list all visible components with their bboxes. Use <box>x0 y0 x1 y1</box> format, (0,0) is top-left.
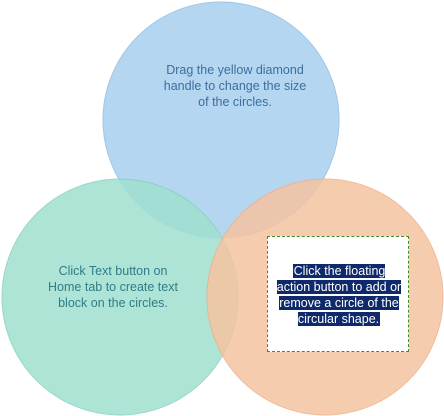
selected-text-highlight: Click the floating action button to add … <box>276 264 402 326</box>
circle-top-text[interactable]: Drag the yellow diamond handle to change… <box>163 63 307 109</box>
circle-left-text[interactable]: Click Text button on Home tab to create … <box>48 264 178 310</box>
circle-right-text[interactable]: Click the floating action button to add … <box>276 263 402 327</box>
text-block-selection[interactable]: Click the floating action button to add … <box>267 236 409 352</box>
